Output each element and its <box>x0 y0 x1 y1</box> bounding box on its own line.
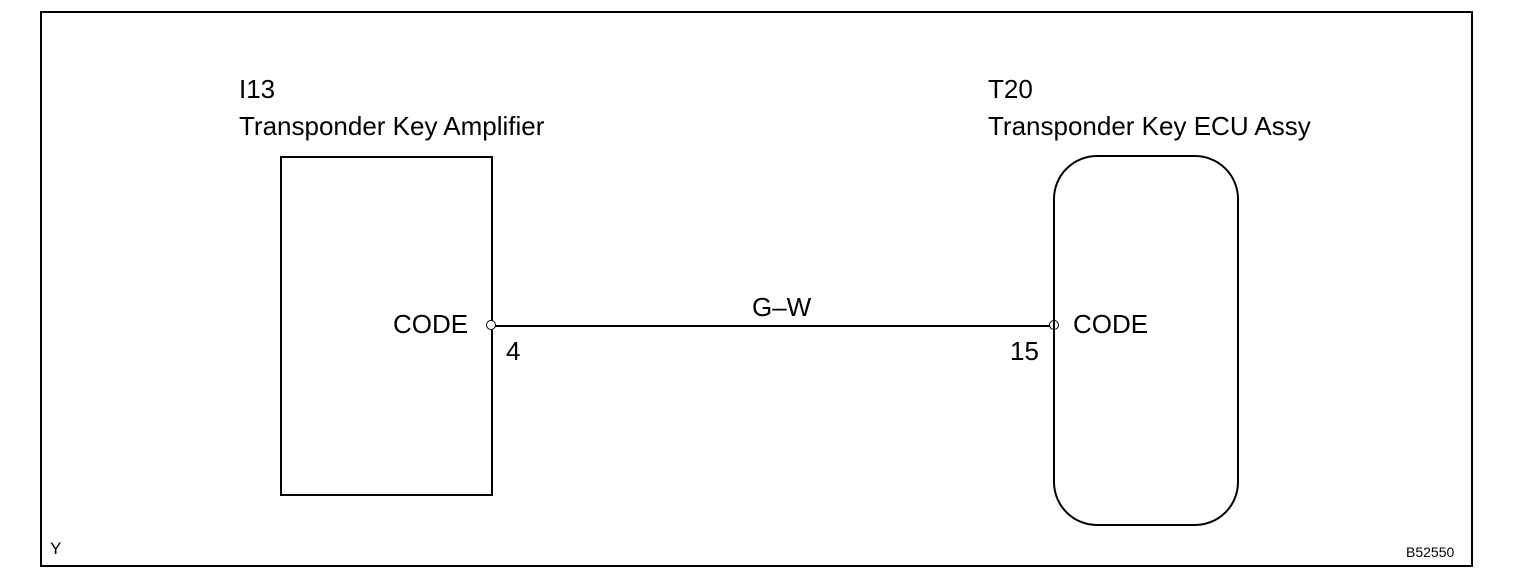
amplifier-pin-number: 4 <box>506 336 521 366</box>
figure-id: B52550 <box>1406 544 1455 560</box>
ecu-box <box>1053 155 1239 526</box>
ecu-name-label: Transponder Key ECU Assy <box>988 111 1311 141</box>
amplifier-pin-terminal <box>486 320 496 330</box>
signal-wire <box>490 325 1054 327</box>
ecu-code-label: T20 <box>988 74 1033 104</box>
wire-color-label: G–W <box>752 292 812 322</box>
ecu-pin-number: 15 <box>1010 336 1039 366</box>
ecu-terminal-label: CODE <box>1073 309 1149 339</box>
amplifier-code-label: I13 <box>239 74 276 104</box>
amplifier-terminal-label: CODE <box>393 309 469 339</box>
corner-mark: Y <box>50 539 62 558</box>
amplifier-name-label: Transponder Key Amplifier <box>239 111 545 141</box>
diagram-frame <box>40 11 1473 567</box>
